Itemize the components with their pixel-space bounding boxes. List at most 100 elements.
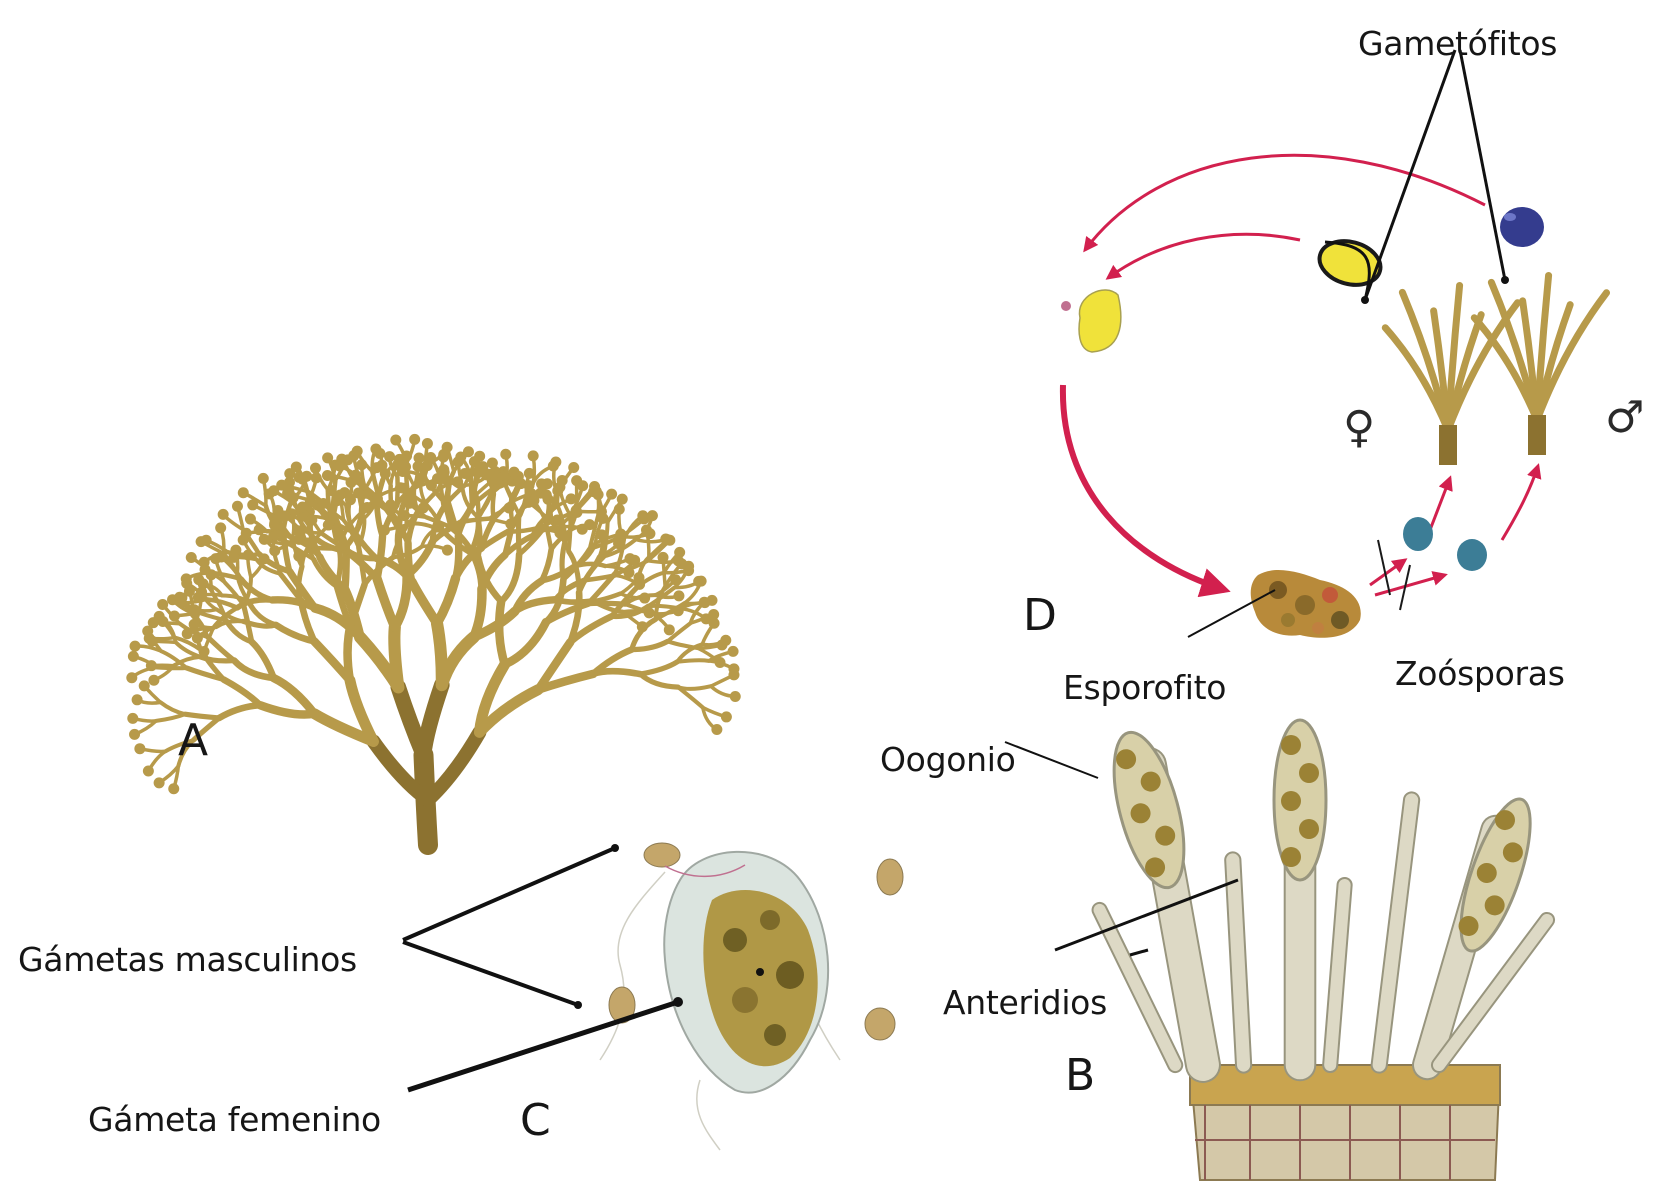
thallus-tip bbox=[189, 604, 200, 615]
thallus-tip bbox=[247, 499, 258, 510]
thallus-tip bbox=[297, 474, 308, 485]
thallus-tip bbox=[184, 586, 195, 597]
thallus-tip bbox=[216, 552, 227, 563]
thallus-tip bbox=[442, 442, 453, 453]
thallus-tip bbox=[269, 520, 280, 531]
thallus-tip bbox=[254, 524, 265, 535]
male-gamete-icon bbox=[1500, 207, 1544, 247]
thallus-branch bbox=[394, 627, 398, 687]
thallus-tip bbox=[577, 480, 588, 491]
thallus-tip bbox=[218, 509, 229, 520]
thallus-tip bbox=[143, 766, 154, 777]
thallus-tip bbox=[291, 461, 302, 472]
thallus-branch bbox=[428, 732, 479, 800]
label-esporofito: Esporofito bbox=[1063, 668, 1226, 707]
thallus-tip bbox=[385, 499, 396, 510]
label-gameta-femenino: Gámeta femenino bbox=[88, 1100, 381, 1139]
thallus-branch bbox=[219, 705, 260, 718]
chloroplast bbox=[1281, 847, 1301, 867]
thallus-branch bbox=[499, 601, 505, 664]
thallus-tip bbox=[550, 456, 561, 467]
thallus-tip bbox=[397, 466, 408, 477]
thallus-tip bbox=[662, 534, 673, 545]
zoospore-arrow-4 bbox=[1502, 466, 1538, 540]
thallus-tip bbox=[130, 641, 141, 652]
thallus-branch bbox=[359, 547, 365, 584]
thallus-tip bbox=[728, 646, 739, 657]
thallus-tip bbox=[132, 694, 143, 705]
reproductive-structures-illustration bbox=[1005, 720, 1547, 1180]
thallus-tip bbox=[186, 552, 197, 563]
sporophyte-icon bbox=[1251, 570, 1361, 638]
thallus-tip bbox=[154, 777, 165, 788]
thallus-tip bbox=[426, 480, 437, 491]
thallus-tip bbox=[148, 617, 159, 628]
thallus-tip bbox=[370, 443, 381, 454]
thallus-branch bbox=[518, 514, 519, 554]
thallus-tip bbox=[282, 488, 293, 499]
thallus-tip bbox=[720, 635, 731, 646]
thallus-branch bbox=[493, 494, 494, 519]
thallus-branch bbox=[249, 602, 276, 625]
thallus-branch bbox=[377, 579, 395, 627]
thallus-branch bbox=[640, 662, 677, 674]
thallus-branch bbox=[161, 702, 185, 714]
thallus-branch bbox=[348, 627, 351, 681]
label-gametas-masculinos: Gámetas masculinos bbox=[18, 940, 357, 979]
thallus-tip bbox=[409, 434, 420, 445]
thallus-tip bbox=[664, 624, 675, 635]
thallus-tip bbox=[280, 511, 291, 522]
gametophyte-stem bbox=[1528, 415, 1546, 455]
thallus-tip bbox=[258, 473, 269, 484]
thallus-tip bbox=[157, 599, 168, 610]
thallus-tip bbox=[198, 578, 209, 589]
thallus-tip bbox=[474, 451, 485, 462]
thallus-tip bbox=[658, 552, 669, 563]
thallus-tip bbox=[541, 489, 552, 500]
thallus-tip bbox=[647, 510, 658, 521]
female-symbol: ♀ bbox=[1343, 402, 1375, 453]
male-gamete-cell bbox=[644, 843, 680, 867]
thallus-tip bbox=[425, 452, 436, 463]
thallus-branch bbox=[505, 622, 546, 664]
thallus-tip bbox=[568, 462, 579, 473]
thallus-tip bbox=[310, 463, 321, 474]
thallus-tip bbox=[127, 713, 138, 724]
zoospore-icon bbox=[1457, 539, 1487, 571]
leader-line bbox=[1365, 50, 1455, 300]
thallus-branch bbox=[593, 671, 640, 674]
thallus-tip bbox=[350, 470, 361, 481]
gametophyte-stem bbox=[1439, 425, 1457, 465]
thallus-tip bbox=[128, 651, 139, 662]
thallus-branch bbox=[395, 576, 407, 627]
thallus-tip bbox=[245, 514, 256, 525]
thallus-tip bbox=[641, 524, 652, 535]
thallus-tip bbox=[711, 724, 722, 735]
thallus-tip bbox=[181, 573, 192, 584]
thallus-tip bbox=[174, 592, 185, 603]
thallus-tip bbox=[201, 535, 212, 546]
female-gametophyte-icon bbox=[1385, 285, 1517, 465]
zygote-icon bbox=[1079, 290, 1121, 352]
leader-line bbox=[408, 1002, 678, 1090]
thallus-branch bbox=[501, 554, 519, 601]
thallus-tip bbox=[335, 489, 346, 500]
thallus-tip bbox=[215, 522, 226, 533]
thallus-tip bbox=[228, 552, 239, 563]
male-symbol: ♂ bbox=[1605, 392, 1644, 443]
chloroplast bbox=[1299, 763, 1319, 783]
thallus-tip bbox=[554, 482, 565, 493]
cycle-arrow-inner bbox=[1108, 234, 1300, 278]
male-gamete-cell bbox=[865, 1008, 895, 1040]
chloroplast bbox=[1281, 791, 1301, 811]
leader-line bbox=[403, 848, 615, 940]
label-oogonio: Oogonio bbox=[880, 740, 1015, 779]
thallus-tip bbox=[139, 680, 150, 691]
leader-line bbox=[1005, 742, 1098, 778]
thallus-branch bbox=[208, 637, 235, 661]
thallus-tip bbox=[353, 487, 364, 498]
thallus-tip bbox=[297, 501, 308, 512]
life-cycle-diagram bbox=[1061, 50, 1607, 638]
thallus-tip bbox=[416, 473, 427, 484]
